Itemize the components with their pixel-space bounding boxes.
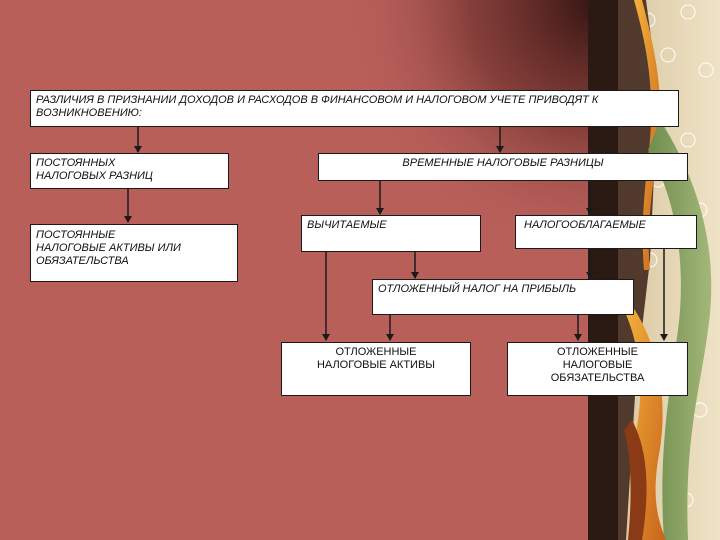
deferred-tax-liabilities-box: ОТЛОЖЕННЫЕ НАЛОГОВЫЕ ОБЯЗАТЕЛЬСТВА [507,342,688,396]
deferred-tax-box: ОТЛОЖЕННЫЙ НАЛОГ НА ПРИБЫЛЬ [372,279,634,315]
decorative-border-art [588,0,720,540]
deductible-box: ВЫЧИТАЕМЫЕ [301,215,481,252]
deferred-tax-assets-box: ОТЛОЖЕННЫЕ НАЛОГОВЫЕ АКТИВЫ [281,342,471,396]
temporary-differences-box: ВРЕМЕННЫЕ НАЛОГОВЫЕ РАЗНИЦЫ [318,153,688,181]
header-box: РАЗЛИЧИЯ В ПРИЗНАНИИ ДОХОДОВ И РАСХОДОВ … [30,90,679,127]
taxable-box: НАЛОГООБЛАГАЕМЫЕ [515,215,697,249]
permanent-differences-box: ПОСТОЯННЫХ НАЛОГОВЫХ РАЗНИЦ [30,153,229,189]
permanent-assets-liabilities-box: ПОСТОЯННЫЕ НАЛОГОВЫЕ АКТИВЫ ИЛИ ОБЯЗАТЕЛ… [30,224,238,282]
